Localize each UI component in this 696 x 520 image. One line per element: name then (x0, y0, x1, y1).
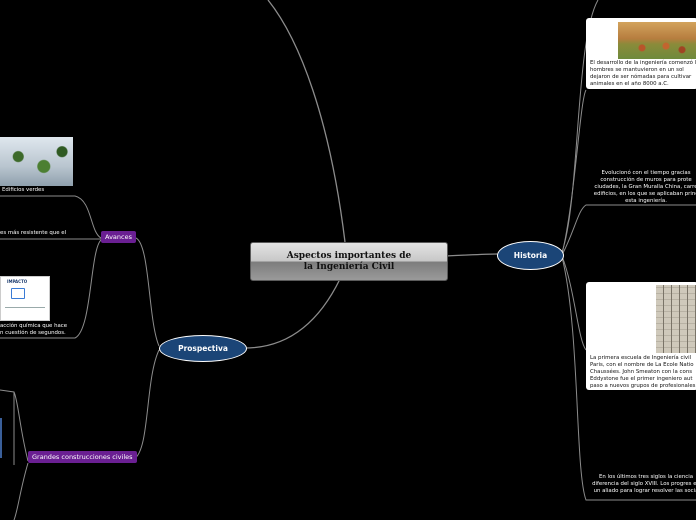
village-picture (618, 22, 696, 59)
side-card-edge (0, 418, 2, 458)
connector-avances-item3 (0, 239, 102, 339)
connector-central-top (267, 0, 346, 243)
impacto-logo: IMPACTO (0, 276, 50, 321)
historia-card-first-school[interactable]: La primera escuela de Ingeniería civil P… (586, 282, 696, 390)
connector-historia-text4 (561, 256, 696, 501)
connector-historia-card1 (561, 89, 587, 255)
avances-item-resistant-material[interactable]: es más resistente que el (0, 230, 67, 236)
green-building-picture (0, 137, 73, 186)
impacto-logo-mark (11, 288, 25, 299)
avances-tag[interactable]: Avances (101, 231, 136, 243)
connector-historia-card3 (561, 255, 587, 351)
historia-card-origins[interactable]: El desarrollo de la ingeniería comenzó l… (586, 18, 696, 89)
connector-historia-text2 (561, 204, 696, 256)
historia-text-evolution[interactable]: Evolucionó con el tiempo gracias constru… (593, 170, 696, 204)
historia-node[interactable]: Historia (497, 241, 564, 270)
building-picture (656, 285, 696, 353)
impacto-logo-underline (5, 307, 45, 308)
avances-item-chemical-reaction[interactable]: acción química que hace n cuestión de se… (0, 323, 68, 336)
prospectiva-node[interactable]: Prospectiva (159, 335, 247, 362)
connector-central-prospectiva (244, 278, 341, 349)
connector-central-historia (445, 253, 498, 257)
historia-label: Historia (513, 251, 548, 260)
impacto-logo-text: IMPACTO (7, 279, 28, 284)
connector-prospectiva-grandes (133, 349, 160, 460)
prospectiva-label: Prospectiva (178, 344, 228, 353)
connector-prospectiva-avances (135, 237, 160, 347)
central-topic[interactable]: Aspectos importantes de la Ingeniería Ci… (250, 242, 448, 281)
connector-grandes-left-bottom (13, 462, 29, 520)
avances-item-edificios-verdes[interactable]: Edificios verdes (2, 187, 45, 193)
central-topic-title: Aspectos importantes de la Ingeniería Ci… (286, 250, 412, 272)
connector-avances-item1 (0, 195, 102, 239)
grandes-construcciones-tag[interactable]: Grandes construcciones civiles (28, 451, 137, 463)
historia-card-first-school-text: La primera escuela de Ingeniería civil P… (590, 355, 696, 389)
historia-text-recent[interactable]: En los últimos tres siglos la ciencia di… (592, 474, 696, 494)
historia-card-origins-text: El desarrollo de la ingeniería comenzó l… (590, 60, 696, 87)
